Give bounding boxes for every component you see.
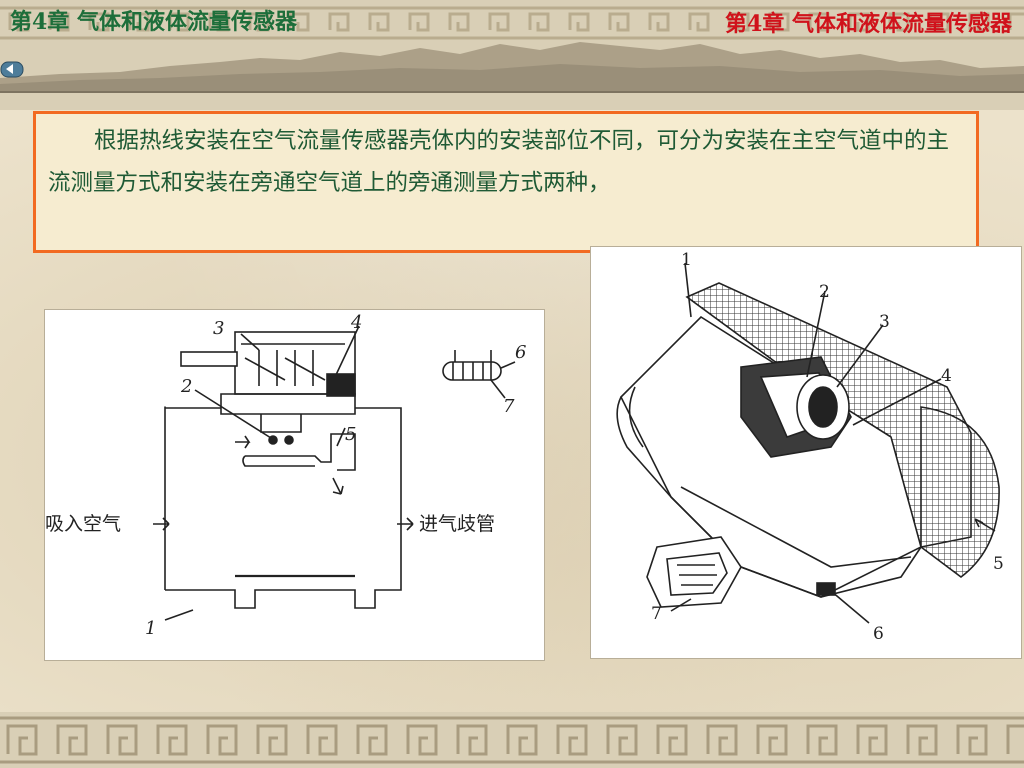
description-box: 根据热线安装在空气流量传感器壳体内的安装部位不同，可分为安装在主空气道中的主流测… <box>33 111 979 253</box>
label-num-2: 2 <box>180 376 192 397</box>
label-num-3: 3 <box>213 318 224 339</box>
label-num-2: 2 <box>819 282 830 302</box>
fret-pattern-top <box>0 6 1024 40</box>
header-title-left: 第4章 气体和液体流量传感器 <box>10 9 297 35</box>
nav-arrow-icon[interactable] <box>0 60 26 80</box>
label-intake-manifold: 进气歧管 <box>419 513 495 535</box>
description-text: 根据热线安装在空气流量传感器壳体内的安装部位不同，可分为安装在主空气道中的主流测… <box>48 128 950 196</box>
label-num-6: 6 <box>515 342 526 363</box>
label-num-5: 5 <box>993 554 1004 574</box>
label-num-5: 5 <box>345 424 356 445</box>
schematic-drawing: 3 4 2 5 6 7 1 吸入空气 进气歧管 <box>45 312 526 639</box>
label-num-1: 1 <box>681 250 692 270</box>
header-decoration <box>0 6 1024 93</box>
label-num-1: 1 <box>145 618 156 639</box>
label-num-4: 4 <box>350 312 362 333</box>
footer-decoration <box>0 712 1024 768</box>
housing-drawing: 1 2 3 4 5 6 7 <box>616 250 1004 644</box>
figure-sensor-housing: 1 2 3 4 5 6 7 <box>590 246 1022 659</box>
label-num-3: 3 <box>879 312 890 332</box>
label-num-7: 7 <box>651 604 662 624</box>
label-num-7: 7 <box>503 396 515 417</box>
header-title-right: 第4章 气体和液体流量传感器 <box>725 11 1012 37</box>
label-num-6: 6 <box>873 624 884 644</box>
label-intake-air: 吸入空气 <box>45 513 121 535</box>
label-num-4: 4 <box>941 366 952 386</box>
figure-bypass-schematic: 3 4 2 5 6 7 1 吸入空气 进气歧管 <box>44 309 545 661</box>
